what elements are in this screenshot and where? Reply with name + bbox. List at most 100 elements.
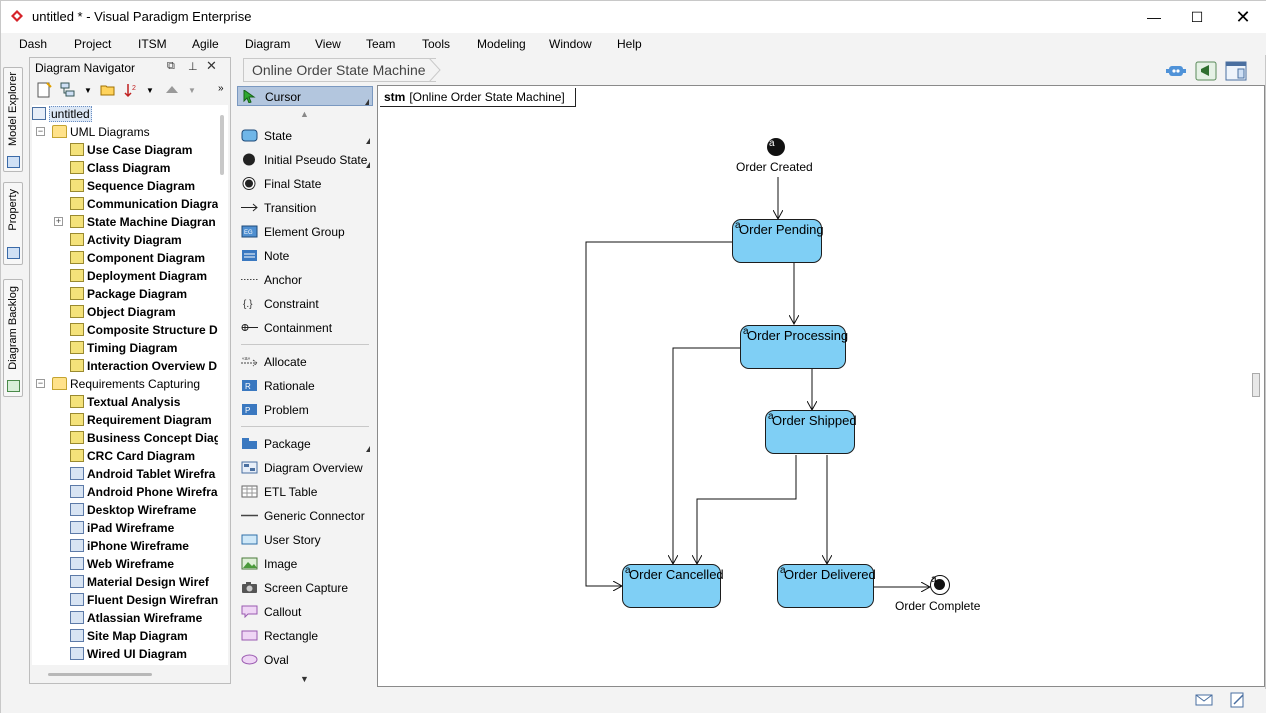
tree-item-fluent-design-wireframe[interactable]: Fluent Design Wirefran	[70, 591, 218, 609]
tree-vertical-scrollbar[interactable]	[218, 105, 228, 665]
new-diagram-icon[interactable]	[36, 82, 52, 98]
tree-item-requirement-diagram[interactable]: Requirement Diagram	[70, 411, 212, 429]
edit-notes-icon[interactable]	[1229, 692, 1247, 708]
robot-assistant-icon[interactable]	[1165, 61, 1187, 81]
tree-group-uml[interactable]: UML Diagrams	[52, 123, 150, 141]
scrollbar-thumb[interactable]	[220, 115, 224, 175]
palette-generic-connector[interactable]: Generic Connector	[241, 506, 373, 526]
palette-allocate[interactable]: «a»Allocate	[241, 352, 373, 372]
menu-window[interactable]: Window	[549, 37, 592, 51]
tree-item-timing-diagram[interactable]: Timing Diagram	[70, 339, 177, 357]
state-options-icon[interactable]	[366, 138, 370, 144]
tree-root[interactable]: untitled	[32, 105, 92, 123]
open-folder-icon[interactable]	[100, 82, 116, 98]
sort-icon[interactable]: 2	[124, 82, 140, 98]
palette-scroll-up-icon[interactable]: ▲	[300, 109, 309, 119]
tree-item-android-tablet-wireframe[interactable]: Android Tablet Wirefra	[70, 465, 215, 483]
palette-etl-table[interactable]: ETL Table	[241, 482, 373, 502]
tree-horizontal-scrollbar[interactable]	[32, 668, 228, 680]
tree-view-dropdown-icon[interactable]: ▼	[84, 86, 92, 95]
collapse-requirements-icon[interactable]: −	[36, 378, 45, 388]
tree-item-desktop-wireframe[interactable]: Desktop Wireframe	[70, 501, 196, 519]
tree-item-state-machine-diagram[interactable]: State Machine Diagran	[70, 213, 216, 231]
palette-image[interactable]: Image	[241, 554, 373, 574]
tree-item-atlassian-wireframe[interactable]: Atlassian Wireframe	[70, 609, 202, 627]
state-order-processing[interactable]: a Order Processing	[740, 325, 848, 369]
initial-pseudo-state[interactable]: a	[767, 138, 785, 156]
toolbar-overflow-icon[interactable]: »	[218, 83, 224, 94]
state-order-delivered[interactable]: a Order Delivered	[777, 564, 876, 608]
palette-initial-pseudo-state[interactable]: Initial Pseudo State	[241, 150, 373, 170]
close-icon[interactable]: ✕	[1235, 7, 1251, 27]
palette-diagram-overview[interactable]: Diagram Overview	[241, 458, 373, 478]
maximize-icon[interactable]: ☐	[1190, 9, 1204, 25]
palette-rectangle[interactable]: Rectangle	[241, 626, 373, 646]
tree-group-requirements[interactable]: Requirements Capturing	[52, 375, 200, 393]
palette-scroll-down-icon[interactable]: ▼	[300, 674, 309, 684]
state-order-cancelled[interactable]: a Order Cancelled	[622, 564, 724, 608]
collapse-uml-icon[interactable]: −	[36, 126, 45, 136]
tree-item-class-diagram[interactable]: Class Diagram	[70, 159, 170, 177]
final-state[interactable]: a	[930, 574, 950, 595]
menu-dash[interactable]: Dash	[19, 37, 48, 51]
palette-cursor[interactable]: Cursor	[237, 86, 373, 106]
diagram-frame-label[interactable]: stm[Online Order State Machine]	[380, 88, 576, 107]
state-order-pending[interactable]: a Order Pending	[732, 219, 824, 263]
tree-item-communication-diagram[interactable]: Communication Diagra	[70, 195, 218, 213]
tree-item-ipad-wireframe[interactable]: iPad Wireframe	[70, 519, 174, 537]
palette-screen-capture[interactable]: Screen Capture	[241, 578, 373, 598]
palette-state[interactable]: State	[241, 126, 373, 146]
palette-callout[interactable]: Callout	[241, 602, 373, 622]
cursor-options-icon[interactable]	[365, 99, 369, 105]
tree-item-web-wireframe[interactable]: Web Wireframe	[70, 555, 174, 573]
palette-constraint[interactable]: {.}Constraint	[241, 294, 373, 314]
tab-diagram-backlog[interactable]: Diagram Backlog	[3, 279, 23, 397]
tree-item-component-diagram[interactable]: Component Diagram	[70, 249, 205, 267]
palette-note[interactable]: Note	[241, 246, 373, 266]
tree-item-package-diagram[interactable]: Package Diagram	[70, 285, 187, 303]
tree-item-sequence-diagram[interactable]: Sequence Diagram	[70, 177, 195, 195]
state-order-shipped[interactable]: a Order Shipped	[765, 410, 857, 454]
menu-view[interactable]: View	[315, 37, 341, 51]
menu-modeling[interactable]: Modeling	[477, 37, 526, 51]
tree-item-textual-analysis[interactable]: Textual Analysis	[70, 393, 180, 411]
palette-transition[interactable]: Transition	[241, 198, 373, 218]
tab-model-explorer[interactable]: Model Explorer	[3, 67, 23, 172]
menu-agile[interactable]: Agile	[192, 37, 219, 51]
diagram-canvas[interactable]: stm[Online Order State Machine] a Or	[377, 85, 1265, 687]
menu-team[interactable]: Team	[366, 37, 396, 51]
canvas-resize-handle[interactable]	[1252, 373, 1260, 397]
minimize-icon[interactable]: —	[1147, 9, 1161, 25]
palette-oval[interactable]: Oval	[241, 650, 373, 670]
tree-item-use-case-diagram[interactable]: Use Case Diagram	[70, 141, 192, 159]
restore-panel-icon[interactable]: ⧉	[167, 60, 175, 72]
mail-icon[interactable]	[1195, 692, 1213, 708]
navigate-up-icon[interactable]	[164, 82, 180, 98]
tree-item-iphone-wireframe[interactable]: iPhone Wireframe	[70, 537, 189, 555]
announcement-icon[interactable]	[1195, 61, 1217, 81]
palette-user-story[interactable]: User Story	[241, 530, 373, 550]
menu-itsm[interactable]: ITSM	[138, 37, 167, 51]
scrollbar-thumb[interactable]	[48, 673, 152, 676]
sort-dropdown-icon[interactable]: ▼	[146, 86, 154, 95]
menu-diagram[interactable]: Diagram	[245, 37, 291, 51]
palette-anchor[interactable]: Anchor	[241, 270, 373, 290]
tree-item-business-concept-diagram[interactable]: Business Concept Diag	[70, 429, 218, 447]
menu-project[interactable]: Project	[74, 37, 112, 51]
tree-item-interaction-overview-diagram[interactable]: Interaction Overview D	[70, 357, 217, 375]
expand-state-machine-icon[interactable]: +	[54, 216, 63, 226]
tree-item-site-map-diagram[interactable]: Site Map Diagram	[70, 627, 188, 645]
tree-item-deployment-diagram[interactable]: Deployment Diagram	[70, 267, 207, 285]
tree-item-wired-ui-diagram[interactable]: Wired UI Diagram	[70, 645, 187, 663]
navigate-dropdown-icon[interactable]: ▼	[188, 86, 196, 95]
palette-containment[interactable]: Containment	[241, 318, 373, 338]
layout-panel-icon[interactable]	[1225, 61, 1247, 81]
menu-tools[interactable]: Tools	[422, 37, 451, 51]
palette-final-state[interactable]: Final State	[241, 174, 373, 194]
palette-package[interactable]: Package	[241, 434, 373, 454]
pin-panel-icon[interactable]: ⊥	[188, 61, 198, 73]
tree-item-android-phone-wireframe[interactable]: Android Phone Wirefra	[70, 483, 218, 501]
tree-item-object-diagram[interactable]: Object Diagram	[70, 303, 176, 321]
